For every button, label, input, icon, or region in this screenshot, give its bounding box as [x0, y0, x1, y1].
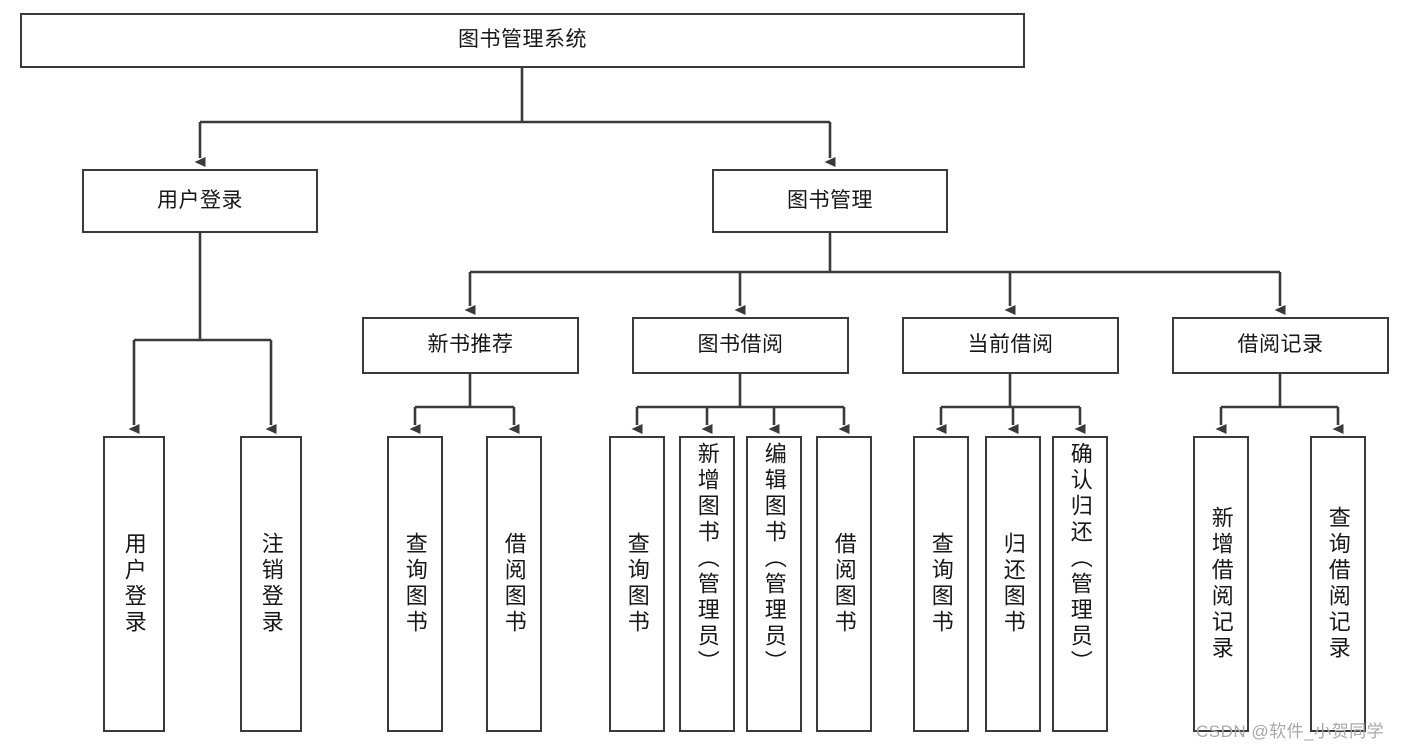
node-root[interactable]: 图书管理系统: [20, 13, 1025, 68]
node-leaf-11-label: 新增借阅记录: [1208, 506, 1234, 662]
node-leaf-12[interactable]: 查询借阅记录: [1310, 436, 1366, 732]
node-leaf-0-label: 用户登录: [121, 532, 147, 636]
node-level2-3-label: 借阅记录: [1237, 333, 1324, 357]
node-leaf-2-label: 查询图书: [402, 532, 428, 636]
node-level1-1-label: 图书管理: [787, 188, 873, 212]
node-leaf-0[interactable]: 用户登录: [103, 436, 165, 732]
node-leaf-10[interactable]: 确认归还（管理员）: [1052, 436, 1108, 732]
node-leaf-6[interactable]: 编辑图书（管理员）: [746, 436, 802, 732]
node-level1-1[interactable]: 图书管理: [712, 169, 948, 233]
node-level2-1[interactable]: 图书借阅: [632, 317, 849, 374]
node-leaf-5[interactable]: 新增图书（管理员）: [679, 436, 735, 732]
node-level2-0-label: 新书推荐: [427, 333, 514, 357]
node-level1-0-label: 用户登录: [157, 188, 243, 212]
node-leaf-2[interactable]: 查询图书: [387, 436, 443, 732]
node-level2-2-label: 当前借阅: [967, 333, 1054, 357]
node-leaf-12-label: 查询借阅记录: [1325, 506, 1351, 662]
node-leaf-1-label: 注销登录: [258, 532, 284, 636]
node-leaf-8[interactable]: 查询图书: [913, 436, 969, 732]
node-leaf-6-label: 编辑图书（管理员）: [761, 442, 787, 676]
node-leaf-4-label: 查询图书: [624, 532, 650, 636]
node-level2-1-label: 图书借阅: [697, 333, 784, 357]
node-root-label: 图书管理系统: [458, 28, 587, 52]
node-leaf-3[interactable]: 借阅图书: [486, 436, 542, 732]
node-leaf-8-label: 查询图书: [928, 532, 954, 636]
node-leaf-10-label: 确认归还（管理员）: [1067, 442, 1093, 676]
node-leaf-3-label: 借阅图书: [501, 532, 527, 636]
node-leaf-1[interactable]: 注销登录: [240, 436, 302, 732]
node-level2-2[interactable]: 当前借阅: [902, 317, 1119, 374]
node-leaf-7-label: 借阅图书: [831, 532, 857, 636]
node-leaf-11[interactable]: 新增借阅记录: [1193, 436, 1249, 732]
node-leaf-9-label: 归还图书: [1000, 532, 1026, 636]
node-leaf-5-label: 新增图书（管理员）: [694, 442, 720, 676]
node-leaf-4[interactable]: 查询图书: [609, 436, 665, 732]
node-leaf-9[interactable]: 归还图书: [985, 436, 1041, 732]
node-level2-3[interactable]: 借阅记录: [1172, 317, 1389, 374]
node-level2-0[interactable]: 新书推荐: [362, 317, 579, 374]
node-leaf-7[interactable]: 借阅图书: [816, 436, 872, 732]
csdn-watermark: CSDN @软件_小贺同学: [1196, 722, 1385, 741]
node-level1-0[interactable]: 用户登录: [82, 169, 318, 233]
